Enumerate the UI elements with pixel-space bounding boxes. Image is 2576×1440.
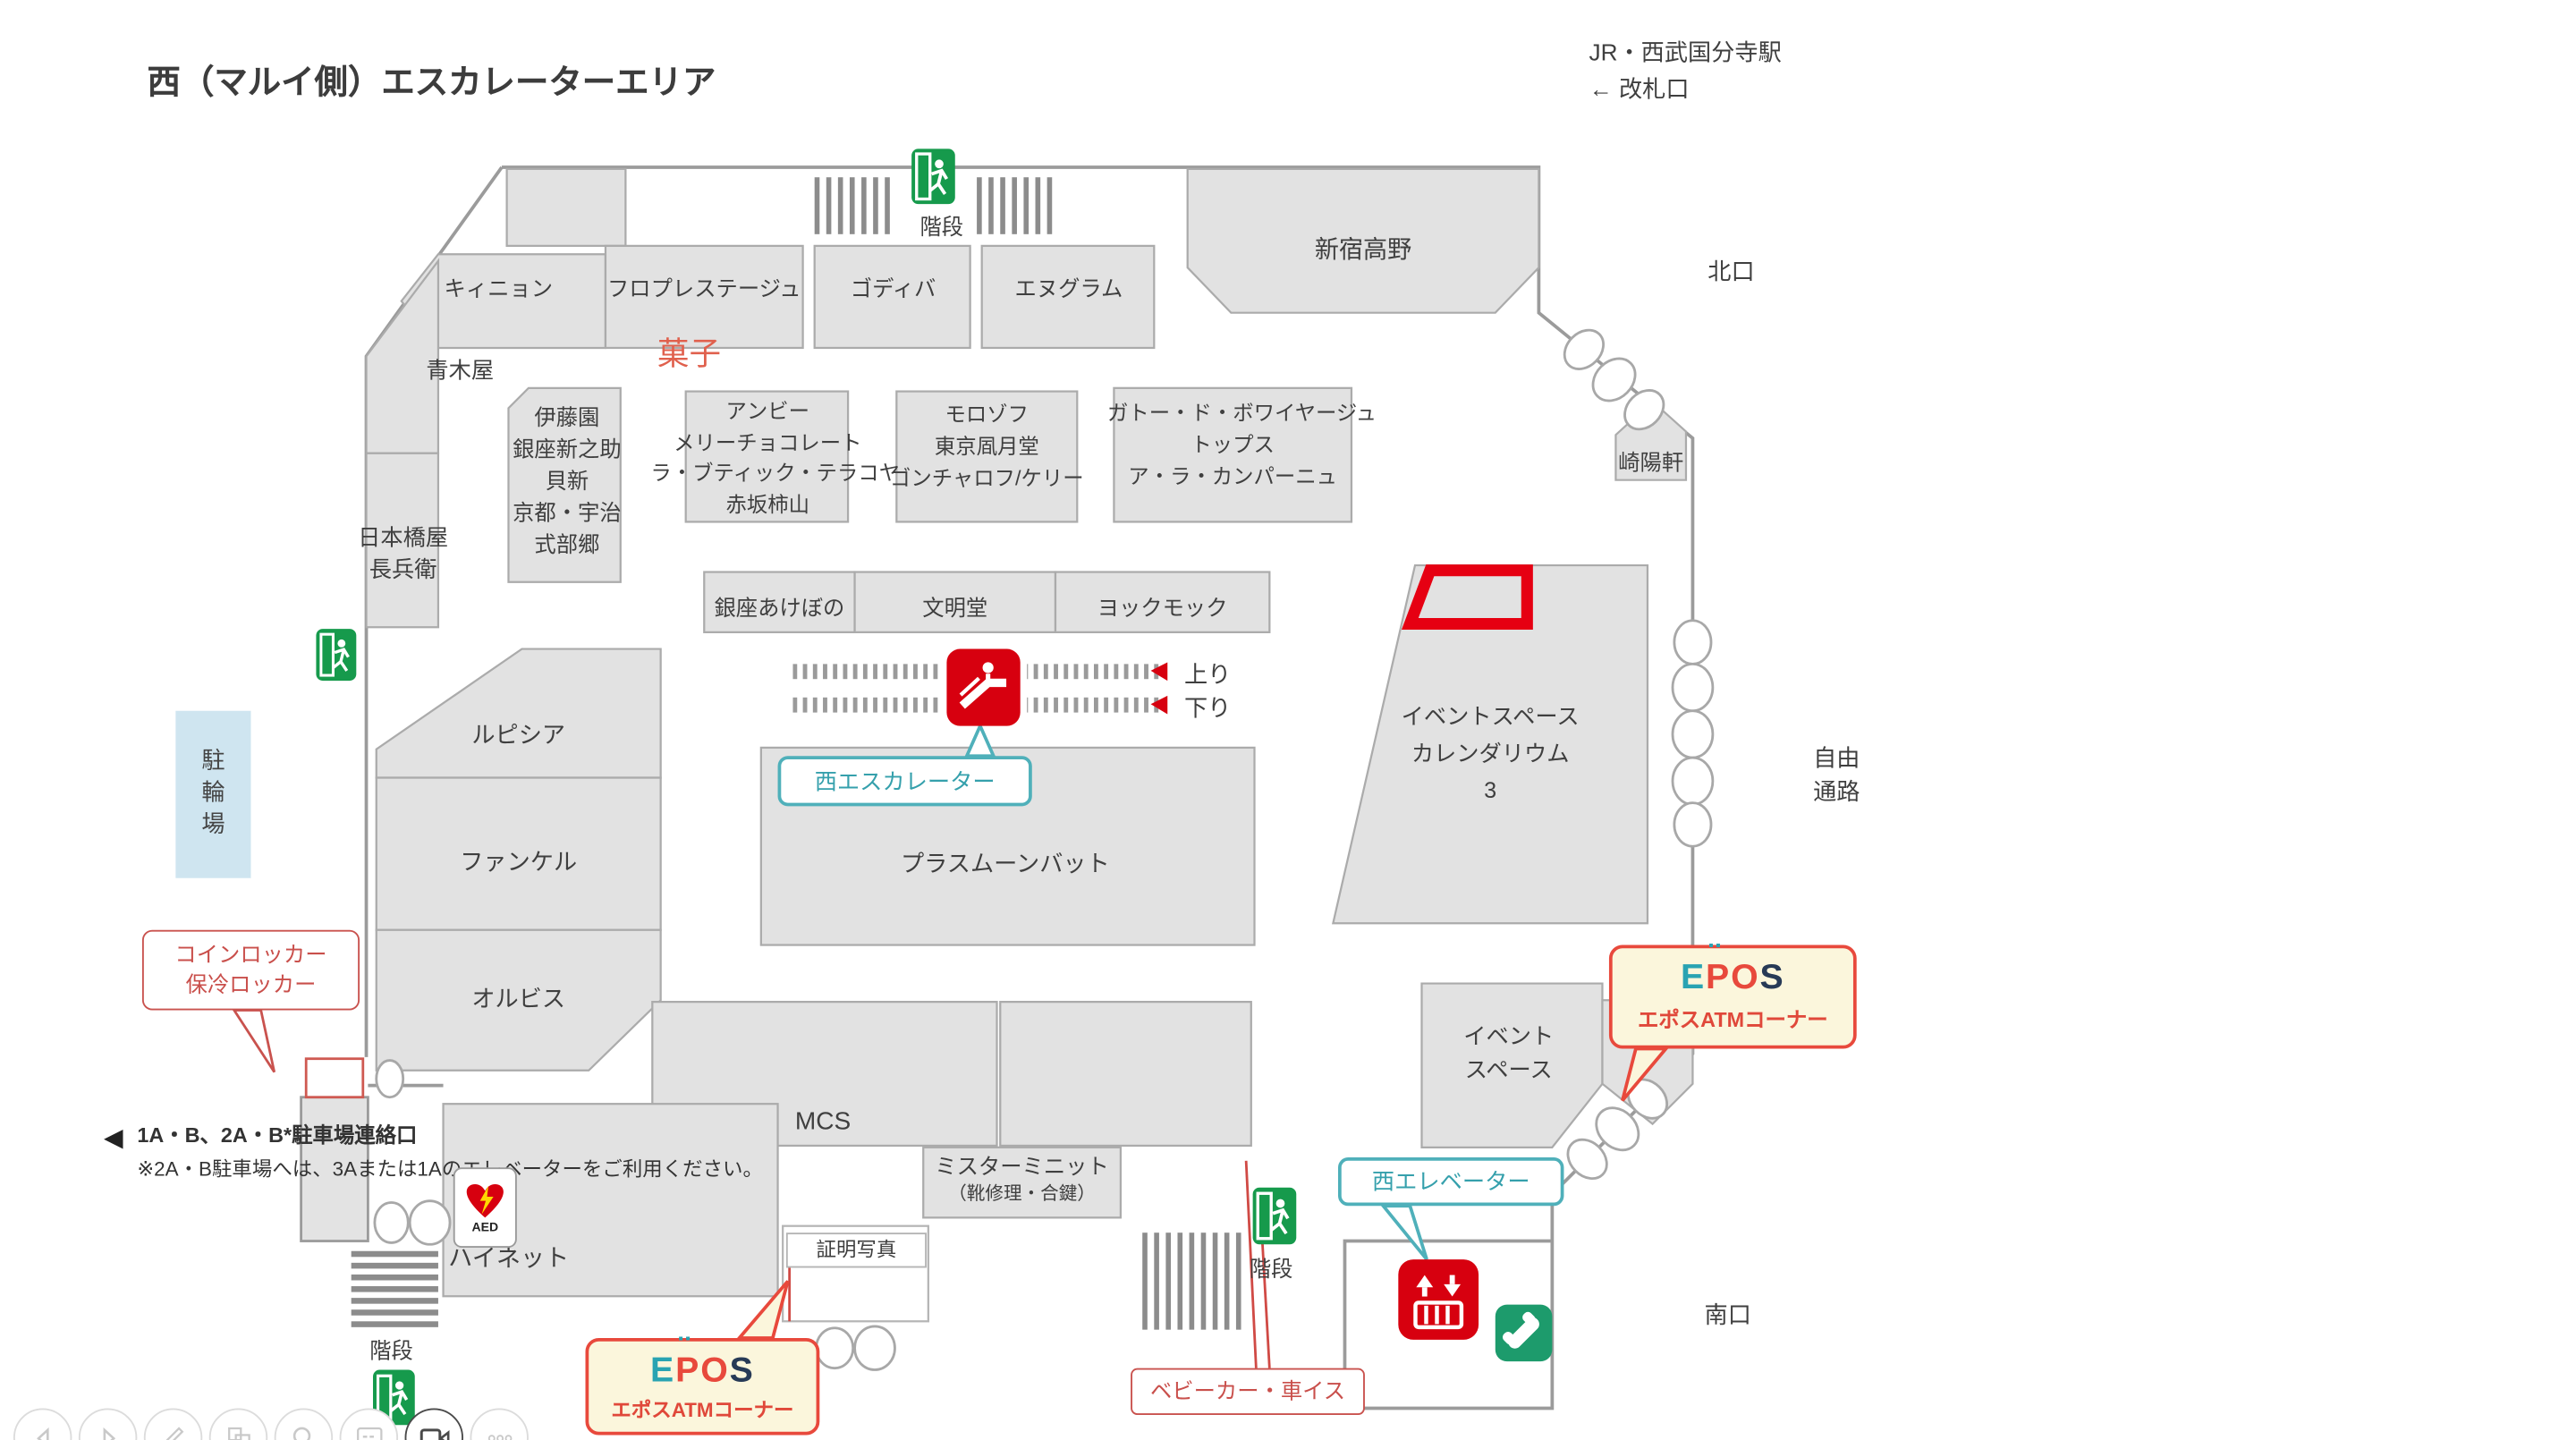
shop-gateau-group: ガトー・ド・ボワイヤージュ トップス ア・ラ・カンパーニュ: [1106, 401, 1377, 489]
page-title: 西（マルイ側）エスカレーターエリア: [147, 64, 716, 103]
shop-itoen-group: 伊藤園 銀座新之助 貝新 京都・宇治 式部郷: [513, 404, 622, 557]
shop-mcs: MCS: [794, 1106, 852, 1136]
epos-p-dots: ¨: [678, 1331, 692, 1368]
shop-mister-minit: ミスターミニット （靴修理・合鍵）: [935, 1154, 1109, 1205]
epos-atm-callout-right: EP¨OS エポスATMコーナー: [1608, 938, 1857, 1049]
shop-fancl: ファンケル: [460, 848, 578, 876]
bicycle-parking-label: 駐輪場: [199, 746, 227, 843]
shop-floprestage: フロプレステージュ: [606, 275, 801, 301]
aed-icon: AED: [453, 1167, 517, 1249]
shop-shinjuku-takano: 新宿高野: [1314, 237, 1412, 265]
epos-p-dots: ¨: [1708, 938, 1723, 976]
event-space-label: イベント スペース: [1463, 1023, 1555, 1082]
escalator-icon: [946, 648, 1021, 726]
parking-link-line1: 1A・B、2A・B*駐車場連絡口: [137, 1123, 418, 1148]
epos-logo: EP¨OS: [650, 1331, 755, 1390]
epos-atm-callout-bottom: EP¨OS エポスATMコーナー: [585, 1331, 820, 1436]
shop-ngram: エヌグラム: [1014, 275, 1123, 301]
west-escalator-callout: 西エスカレーター: [777, 756, 1032, 807]
phone-icon: [1495, 1304, 1553, 1362]
west-elevator-callout: 西エレベーター: [1338, 1157, 1564, 1207]
shop-yokumoku: ヨックモック: [1097, 595, 1228, 621]
shop-godiva: ゴディバ: [850, 275, 936, 301]
epos-logo: EP¨OS: [1680, 938, 1785, 997]
event-calendarium-label: イベントスペース カレンダリウム 3: [1401, 704, 1580, 803]
emergency-exit-icon: [316, 629, 357, 682]
shop-nihonbashiya: 日本橋屋 長兵衛: [358, 525, 449, 582]
parking-link-line2: ※2A・B駐車場へは、3Aまたは1Aのエレベーターをご利用ください。: [137, 1157, 763, 1182]
parking-arrow-icon: ◀: [103, 1123, 123, 1153]
north-gate-label: 北口: [1707, 257, 1755, 284]
elevator-icon: [1398, 1259, 1479, 1340]
station-gate: ← 改札口: [1589, 75, 1690, 103]
free-corridor-label: 自由 通路: [1813, 744, 1860, 804]
shop-morozoff-group: モロゾフ 東京凮月堂 ゴンチャロフ/ケリー: [889, 402, 1084, 490]
category-sweets-label: 菓子: [657, 337, 721, 374]
escalator-down-label: 下り: [1183, 694, 1232, 721]
shop-plus-moonbat: プラスムーンバット: [900, 849, 1110, 877]
stroller-wheelchair-callout: ベビーカー・車イス: [1131, 1368, 1365, 1416]
coin-locker-callout: コインロッカー 保冷ロッカー: [141, 929, 360, 1011]
shop-kiinyon: キィニョン: [444, 275, 554, 301]
shop-kiyoken: 崎陽軒: [1618, 450, 1684, 476]
emergency-exit-icon: [911, 148, 955, 205]
shop-ambie-group: アンビー メリーチョコレート ラ・ブティック・テラコヤ 赤坂柿山: [650, 399, 901, 516]
station-name: JR・西武国分寺駅: [1589, 38, 1782, 65]
shop-lupicia: ルピシア: [471, 720, 566, 748]
aed-label: AED: [471, 1218, 499, 1234]
shop-hinet: ハイネット: [448, 1246, 570, 1274]
emergency-exit-icon: [1252, 1187, 1297, 1245]
stairs-label-bottom-left: 階段: [369, 1338, 413, 1364]
shop-bunmeido: 文明堂: [922, 595, 988, 621]
shop-orbis: オルビス: [471, 985, 566, 1012]
stairs-label-bottom-mid: 階段: [1249, 1256, 1293, 1282]
south-gate-label: 南口: [1704, 1300, 1751, 1328]
bicycle-parking-block: 駐輪場: [175, 710, 251, 878]
shop-ginza-akebono: 銀座あけぼの: [714, 595, 845, 621]
stairs-label-top: 階段: [919, 214, 964, 240]
photo-booth-label: 証明写真: [785, 1232, 927, 1268]
shop-aokiya: 青木屋: [426, 358, 495, 384]
escalator-up-label: 上り: [1183, 660, 1232, 688]
